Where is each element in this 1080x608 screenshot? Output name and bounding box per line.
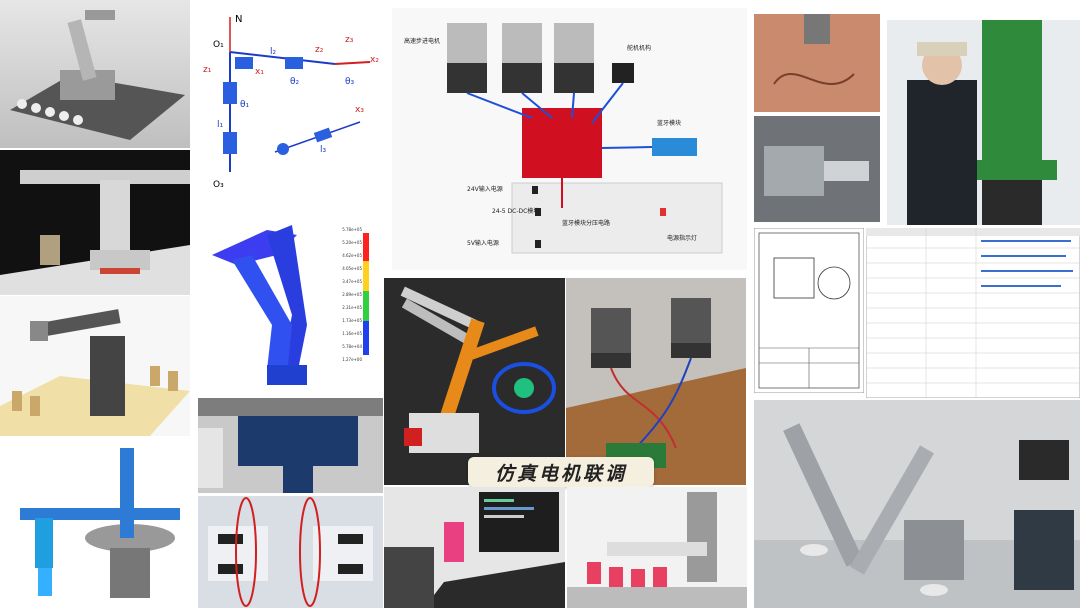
fea-scale-value: 5.78e+05 [342,227,362,232]
final-arm-photo [754,400,1080,608]
wiring-label: 24-5 DC-DC模块 [492,207,539,215]
kin-label-z1: z₁ [203,65,212,75]
fea-scale-value: 4.05e+05 [342,266,362,271]
engraving-photo [754,14,880,112]
kin-label-o3: O₃ [213,180,224,190]
arm-render-3 [0,296,190,436]
kinematics-diagram: N O₁ z₁ x₁ z₂ x₂ z₃ x₃ O₃ θ₁ θ₂ θ₃ l₁ l₂… [195,2,385,200]
arm-render-4 [0,438,190,608]
kin-label-l3: l₃ [320,145,327,155]
kin-label-theta2: θ₂ [290,77,300,87]
parts-table [866,228,1080,398]
fea-scale-value: 2.31e+05 [342,305,362,310]
fea-scale-value: 1.27e+00 [342,357,362,362]
kin-label-theta3: θ₃ [345,77,355,87]
bearing-section [198,496,383,608]
fea-stress-plot: 5.78e+05 5.20e+05 4.62e+05 4.05e+05 3.47… [197,205,382,395]
fea-scale-value: 5.78e+04 [342,344,362,349]
motor-test-photo [566,278,746,485]
wiring-label: 5V输入电源 [467,239,499,247]
lathe-photo [754,116,880,222]
kin-label-o1: O₁ [213,40,224,50]
simulation-render [384,278,565,485]
kin-label-theta1: θ₁ [240,100,250,110]
kin-label-l1: l₁ [217,120,224,130]
kin-label-l2: l₂ [270,47,277,57]
caption-text: 仿真电机联调 [494,462,627,485]
section-view-1 [198,398,383,493]
kin-label-z3: z₃ [345,35,354,45]
kin-label-x1: x₁ [255,67,264,77]
kin-label-z2: z₂ [315,45,324,55]
caption-banner: 仿真电机联调 [468,457,654,487]
fea-scale-value: 5.20e+05 [342,240,362,245]
kin-label-x2: x₂ [370,55,379,65]
laptop-test-photo [384,487,565,608]
assembled-arm-photo [567,487,747,608]
drill-press-photo [887,20,1080,225]
fea-scale-value: 3.47e+05 [342,279,362,284]
wiring-label: 24V输入电源 [467,185,503,193]
fea-scale-value: 2.89e+05 [342,292,362,297]
wiring-label: 蓝牙模块分压电路 [562,219,610,227]
wiring-label: 电源指示灯 [667,234,697,242]
fea-scale-value: 1.16e+05 [342,331,362,336]
arm-render-2 [0,150,190,295]
kin-label-n: N [235,14,242,25]
wiring-label: 蓝牙模块 [657,119,681,127]
fea-scale-value: 1.73e+05 [342,318,362,323]
wiring-diagram: 高速步进电机 舵机机构 蓝牙模块 24V输入电源 24-5 DC-DC模块 蓝牙… [392,8,747,270]
fea-scale-value: 4.62e+05 [342,253,362,258]
engineering-drawing [754,228,864,393]
arm-render-1 [0,0,190,148]
wiring-label: 高速步进电机 [404,37,440,45]
kin-label-x3: x₃ [355,105,364,115]
wiring-label: 舵机机构 [627,44,651,52]
fea-scale: 5.78e+05 5.20e+05 4.62e+05 4.05e+05 3.47… [342,227,362,362]
